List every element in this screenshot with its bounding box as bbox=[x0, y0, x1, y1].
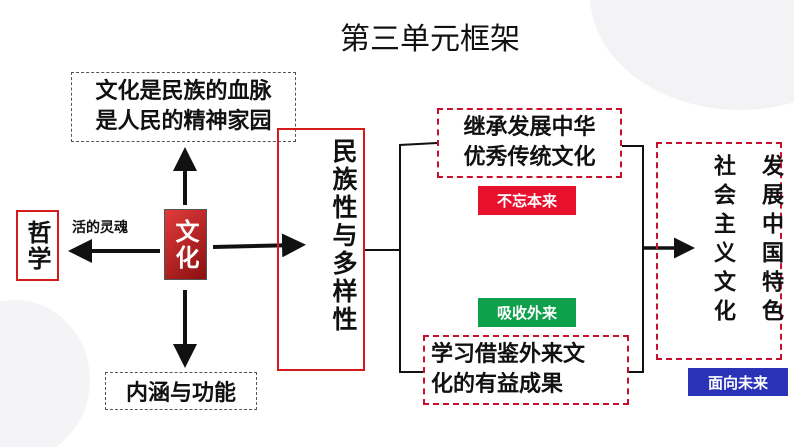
lower-right-line1: 学习借鉴外来文 bbox=[431, 342, 586, 367]
tag-past: 不忘本来 bbox=[478, 186, 576, 215]
left-box: 哲学 bbox=[16, 210, 59, 281]
final-col2: 发展中国特色 bbox=[758, 154, 783, 328]
right-bracket bbox=[622, 145, 644, 373]
tag-future: 面向未来 bbox=[688, 368, 788, 396]
center-box: 文化 bbox=[164, 209, 207, 280]
left-box-text: 哲学 bbox=[23, 219, 51, 272]
left-bracket bbox=[399, 142, 438, 373]
page-title: 第三单元框架 bbox=[340, 22, 520, 57]
upper-right-line1: 继承发展中华 bbox=[463, 115, 596, 140]
upper-right-box: 继承发展中华 优秀传统文化 bbox=[437, 108, 622, 178]
top-box-line2: 是人民的精神家园 bbox=[95, 109, 272, 134]
arrow-right bbox=[212, 233, 306, 258]
center-text: 文化 bbox=[171, 218, 199, 271]
left-label: 活的灵魂 bbox=[72, 220, 128, 236]
lower-right-line2: 化的有益成果 bbox=[431, 372, 564, 397]
top-box-line1: 文化是民族的血脉 bbox=[95, 79, 272, 104]
middle-box: 民族性与多样性 bbox=[277, 128, 365, 371]
upper-right-line2: 优秀传统文化 bbox=[463, 145, 596, 170]
bottom-box: 内涵与功能 bbox=[105, 372, 257, 410]
middle-box-text: 民族性与多样性 bbox=[329, 138, 358, 334]
final-box: 社会主义文化 发展中国特色 bbox=[656, 142, 783, 360]
lower-right-box: 学习借鉴外来文 化的有益成果 bbox=[423, 335, 629, 405]
tag-foreign: 吸收外来 bbox=[478, 298, 576, 327]
final-col1: 社会主义文化 bbox=[710, 154, 735, 328]
top-box: 文化是民族的血脉 是人民的精神家园 bbox=[71, 72, 296, 142]
